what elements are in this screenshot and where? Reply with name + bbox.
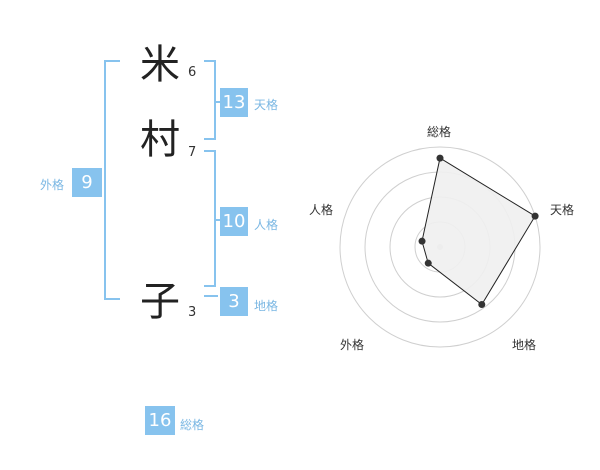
stroke-count-1: 6	[188, 65, 197, 80]
radar-label-gaikaku: 外格	[340, 338, 365, 352]
gaikaku-value: 9	[72, 168, 102, 197]
radar-ring	[339, 146, 541, 348]
radar-label-chikaku: 地格	[512, 338, 537, 352]
jinkaku-value: 10	[220, 207, 248, 236]
chikaku-value: 3	[220, 287, 248, 316]
name-char-1: 米	[140, 42, 180, 88]
name-char-3: 子	[140, 279, 180, 325]
jinkaku-label: 人格	[254, 218, 279, 232]
stroke-count-3: 3	[188, 305, 197, 320]
tenkaku-label: 天格	[254, 98, 279, 112]
radar-label-soukaku: 総格	[427, 125, 452, 139]
tenkaku-connector	[216, 101, 220, 103]
radar-point-4	[418, 237, 426, 245]
soukaku-value: 16	[145, 406, 175, 435]
radar-point-3	[424, 259, 432, 267]
radar-label-tenkaku: 天格	[550, 203, 575, 217]
radar-point-1	[531, 212, 539, 220]
radar-polygon	[421, 157, 536, 306]
gaikaku-bracket	[104, 60, 120, 300]
name-char-2: 村	[140, 117, 180, 163]
gaikaku-label: 外格	[40, 178, 65, 192]
chikaku-label: 地格	[254, 299, 279, 313]
radar-point-0	[436, 154, 444, 162]
radar-point-2	[478, 301, 486, 309]
tenkaku-bracket	[204, 60, 216, 140]
jinkaku-bracket	[204, 150, 216, 287]
stroke-count-2: 7	[188, 145, 197, 160]
radar-points	[418, 154, 539, 309]
soukaku-label: 総格	[180, 418, 205, 432]
jinkaku-connector	[216, 219, 220, 221]
chikaku-bracket	[204, 295, 218, 297]
tenkaku-value: 13	[220, 88, 248, 117]
radar-label-jinkaku: 人格	[309, 203, 334, 217]
